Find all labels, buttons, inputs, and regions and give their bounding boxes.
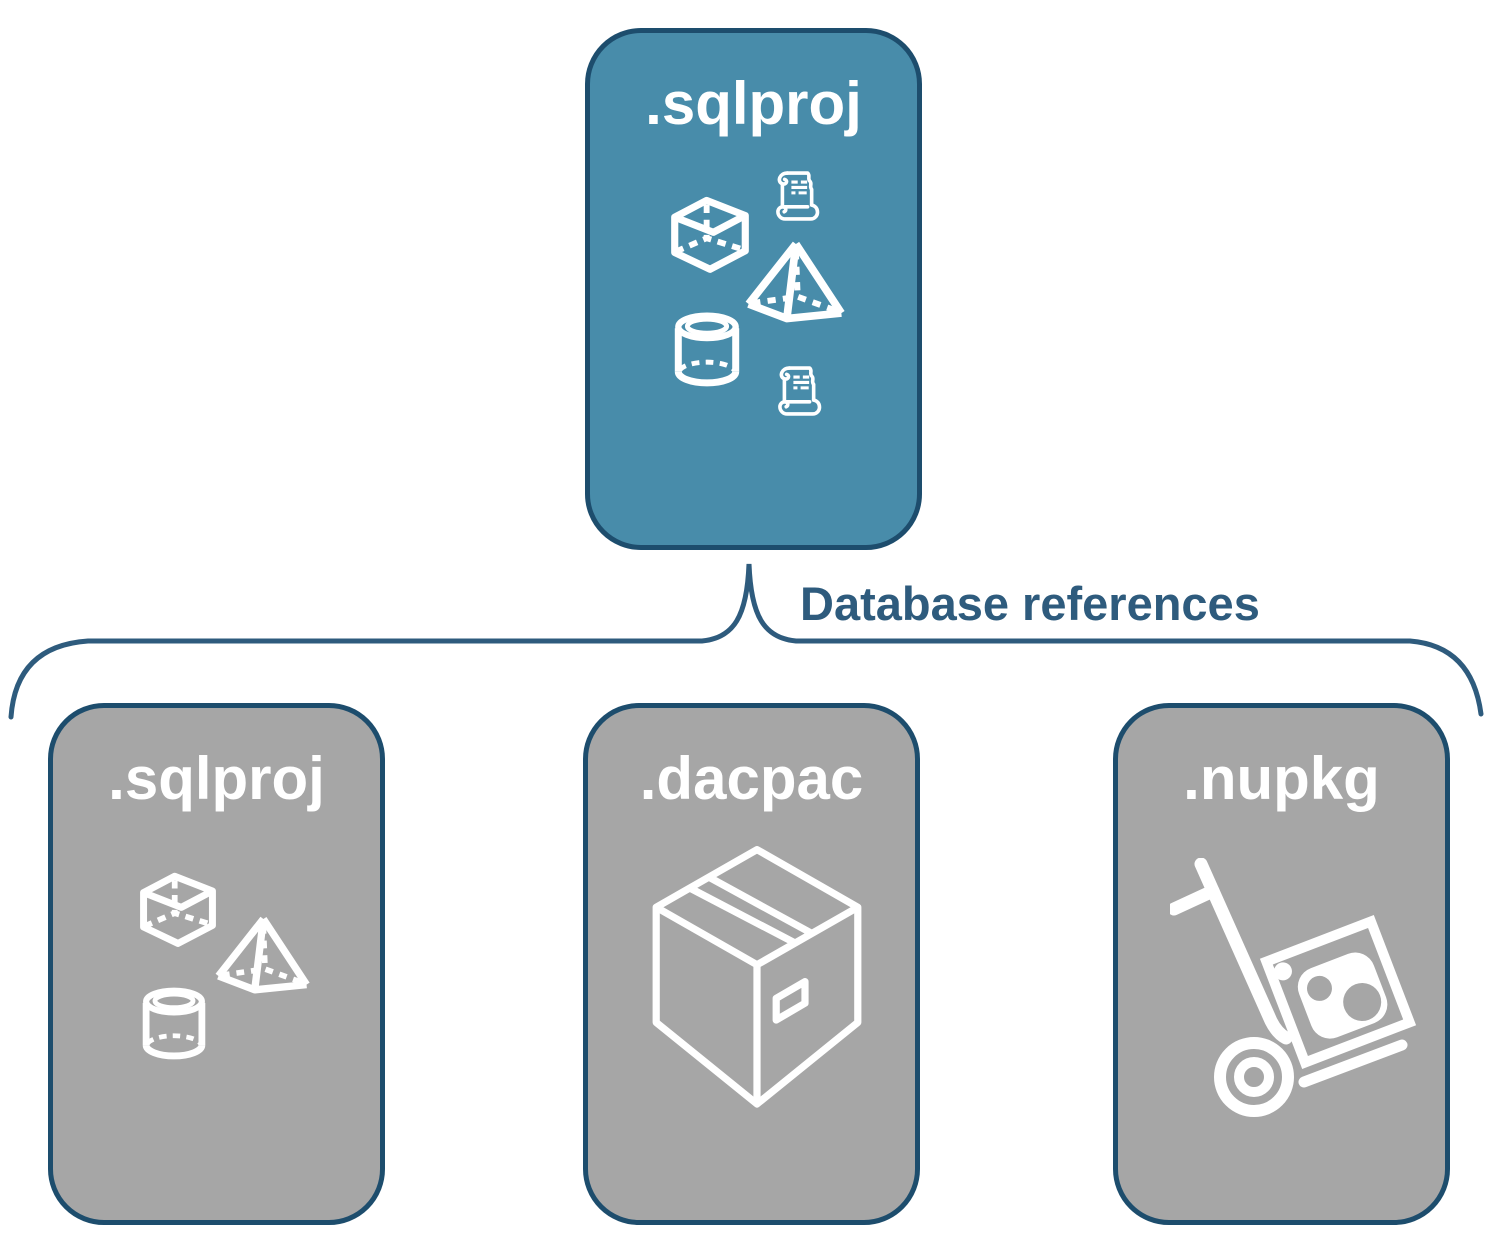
cylinder-icon <box>140 985 208 1063</box>
node-child-dacpac-label: .dacpac <box>639 745 864 812</box>
connector-label: Database references <box>800 577 1260 630</box>
brace-connector <box>8 563 1484 720</box>
node-child-nupkg-label: .nupkg <box>1183 745 1380 812</box>
scroll-icon <box>768 168 822 224</box>
cube-icon <box>668 192 752 276</box>
nuget-hand-truck-icon <box>1170 858 1417 1117</box>
node-root-sqlproj: .sqlproj <box>585 28 922 550</box>
cylinder-icon <box>672 310 742 390</box>
node-root-label: .sqlproj <box>645 70 862 137</box>
scroll-icon <box>770 363 824 419</box>
package-box-icon <box>652 846 862 1108</box>
pyramid-icon <box>215 912 310 1002</box>
node-child-dacpac: .dacpac <box>583 703 920 1225</box>
node-child-sqlproj: .sqlproj <box>48 703 385 1225</box>
cube-icon <box>137 868 219 950</box>
pyramid-icon <box>745 238 845 330</box>
node-child-sqlproj-label: .sqlproj <box>108 745 325 812</box>
node-child-nupkg: .nupkg <box>1113 703 1450 1225</box>
